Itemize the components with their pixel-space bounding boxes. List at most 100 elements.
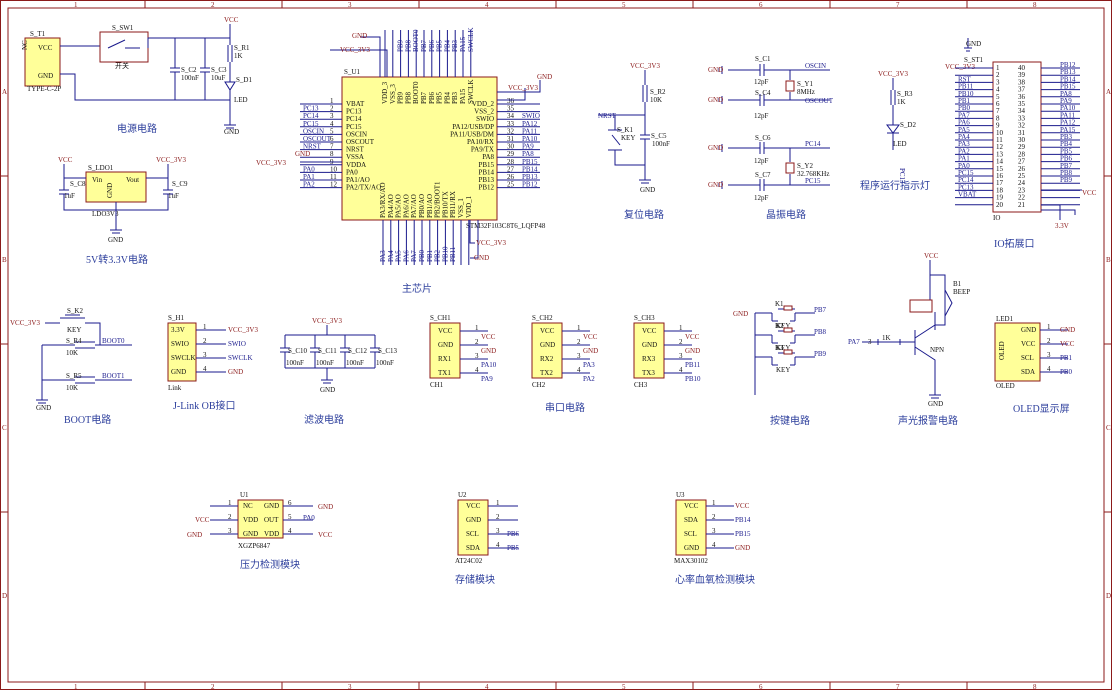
u1-vcc-right: VCC — [318, 531, 333, 539]
uart-header-3 — [633, 322, 665, 379]
io-right-num: 31 — [1018, 129, 1026, 137]
u2-chip — [457, 499, 489, 556]
title-filter: 滤波电路 — [304, 413, 344, 426]
io-left-net: PB1 — [958, 97, 971, 105]
mcu-left-pin: PC15 — [346, 123, 362, 131]
io-right-net: PB15 — [1060, 83, 1076, 91]
jlink-ref: S_H1 — [168, 314, 184, 322]
col-mark-bottom-2: 2 — [211, 683, 215, 690]
mcu-right-pin: PB12 — [478, 184, 494, 192]
u3-net: GND — [735, 544, 750, 552]
uart-pin-num: 1 — [679, 324, 683, 332]
k1-value: KEY — [621, 134, 635, 142]
mcu-right-net: PB13 — [522, 173, 538, 181]
u3-part: MAX30102 — [674, 557, 708, 565]
io-left-num: 8 — [996, 114, 1000, 122]
jlink-net: VCC_3V3 — [228, 326, 258, 334]
oled-part: OLED — [996, 382, 1015, 390]
col-mark-7: 7 — [896, 1, 900, 9]
mcu-left-net: PA0 — [303, 165, 315, 173]
row-mark-right-A: A — [1106, 88, 1111, 96]
jlink-pin-num: 1 — [203, 323, 207, 331]
col-mark-bottom-6: 6 — [759, 683, 763, 690]
c4-ref: S_C4 — [755, 89, 771, 97]
io-left-net: PB11 — [958, 83, 974, 91]
uart-pin-label: VCC — [540, 327, 555, 335]
mcu-left-num: 7 — [330, 143, 334, 151]
u3-chip — [675, 499, 707, 556]
io-left-num: 10 — [996, 129, 1004, 137]
c3-value: 10uF — [211, 74, 226, 82]
row-mark-right-C: C — [1106, 424, 1111, 432]
col-mark-5: 5 — [622, 1, 626, 9]
io-right-num: 40 — [1018, 64, 1026, 72]
mcu-right-num: 34 — [507, 112, 515, 120]
crystal-gnd-4: GND — [708, 181, 723, 189]
c5-ref: S_C5 — [651, 132, 667, 140]
ldo-chip — [85, 171, 147, 203]
title-crystal: 晶振电路 — [766, 208, 806, 221]
crystal-circuit: GND GND GND GND S_C1 12pF S_C4 12pF S_C6… — [708, 55, 834, 221]
io-left-net: PA7 — [958, 111, 970, 119]
mcu-bottom-pin: VSS_1 — [457, 198, 465, 218]
uart-pin-label: GND — [642, 341, 657, 349]
mcu-left-net: PA2 — [303, 181, 315, 189]
col-mark-3: 3 — [348, 1, 352, 9]
io-left-num: 3 — [996, 78, 1000, 86]
r3-ref: S_R3 — [897, 90, 913, 98]
k2-ref: S_K2 — [67, 307, 83, 315]
mcu-right-pin: PA8 — [482, 153, 494, 161]
io-right-num: 38 — [1018, 78, 1026, 86]
oled-pin-label: SCL — [1021, 354, 1034, 362]
key-ref: K2 — [775, 322, 784, 330]
io-right-num: 27 — [1018, 158, 1026, 166]
mcu-right-num: 33 — [507, 120, 515, 128]
oled-body-label: OLED — [998, 341, 1006, 360]
u1-right-num: 4 — [288, 527, 292, 535]
mcu-right-net: PB15 — [522, 158, 538, 166]
crystal-gnd-3: GND — [708, 144, 723, 152]
row-mark-D: D — [2, 592, 7, 600]
jlink-pin-label: SWCLK — [171, 354, 196, 362]
io-right-net: PB13 — [1060, 68, 1076, 76]
ldo-circuit: S_LDO1 Vin Vout GND LDO3V3 VCC VCC_3V3 S… — [58, 156, 188, 266]
mcu-bottom-pin: PA4/AO — [387, 194, 395, 218]
mcu-bottom-pin: PA6/AO — [402, 194, 410, 218]
key-button-cap — [783, 327, 793, 333]
mcu-right-num: 35 — [507, 105, 515, 113]
u3-pin-label: VCC — [684, 502, 699, 510]
u1-left-num: 3 — [228, 527, 232, 535]
ldo-ref: S_LDO1 — [88, 164, 114, 172]
mcu-bottom-vcc3: VCC_3V3 — [476, 239, 506, 247]
oled-pin-num: 3 — [1047, 351, 1051, 359]
u1-left-num: 1 — [228, 499, 232, 507]
mcu-bottom-pin: PB0/AO — [418, 194, 426, 218]
mcu-top-net: PB3 — [451, 39, 459, 52]
mcu-left-pin: OSCIN — [346, 130, 367, 138]
io-left-net: PA3 — [958, 140, 970, 148]
mcu-right-pin: PA9/TX — [471, 146, 494, 154]
u2-net: PB5 — [507, 544, 520, 552]
boot-circuit: VCC_3V3 S_K2 KEY S_R4 10K S_R5 10K BOOT0… — [10, 307, 132, 426]
io-right-num: 24 — [1018, 179, 1026, 187]
u2-pin-num: 4 — [496, 541, 500, 549]
uart-net: VCC — [481, 333, 496, 341]
jlink-part: Link — [168, 384, 182, 392]
u1-right-pin: GND — [264, 502, 279, 510]
c1-value: 12pF — [754, 78, 769, 86]
io-left-num: 2 — [996, 71, 1000, 79]
mcu-left-pin: VDDA — [346, 161, 366, 169]
mcu-top-net: BOOT0 — [412, 29, 420, 52]
mcu-top-net: PB8 — [404, 39, 412, 52]
uart-pin-num: 1 — [577, 324, 581, 332]
r4-ref: S_R4 — [66, 337, 82, 345]
mcu-right-pin: PA10/RX — [467, 138, 494, 146]
u3-pin-num: 2 — [712, 513, 716, 521]
r5-value: 10K — [66, 384, 78, 392]
mcu-right-num: 36 — [507, 97, 515, 105]
uart-net: GND — [481, 347, 496, 355]
mcu-right-pin: PB14 — [478, 168, 494, 176]
mcu-right-net: SWIO — [522, 112, 540, 120]
oled-net: GND — [1060, 326, 1075, 334]
